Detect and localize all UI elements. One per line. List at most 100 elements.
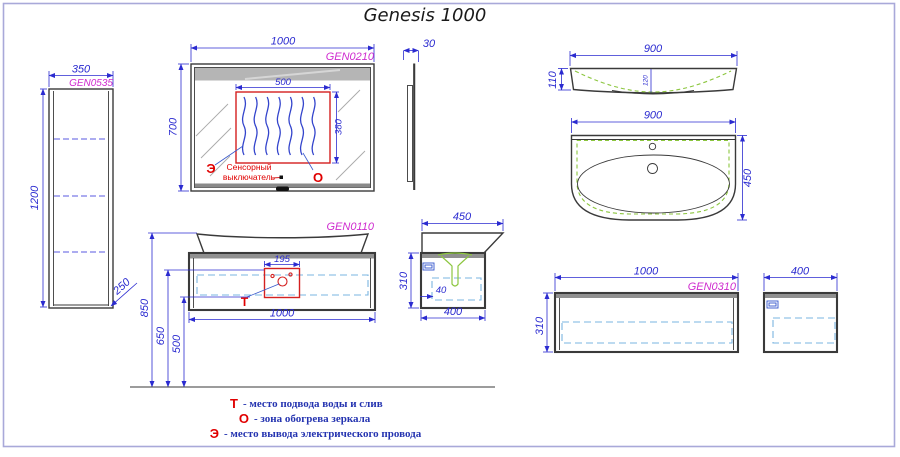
- code-label-gen0210: GEN0210: [326, 51, 375, 63]
- faucet-hole: [647, 163, 658, 174]
- dim-cutout-width: 195: [274, 254, 291, 265]
- countertop-basin-side: [421, 232, 505, 254]
- touch-switch: [276, 186, 289, 191]
- dim-tall-cabinet-depth: 250: [110, 276, 133, 298]
- vanity-side-top-band: [422, 254, 484, 258]
- glass-hatch: [200, 127, 232, 159]
- dim-height-low: 500: [171, 334, 183, 353]
- sink-front-outline: [569, 67, 738, 94]
- dim-height-mid: 650: [155, 326, 167, 345]
- supply-hole: [288, 272, 293, 277]
- drawer-dashed-outline: [561, 321, 733, 344]
- dim-mirror-height: 700: [168, 117, 180, 136]
- supply-hole: [270, 273, 275, 279]
- dim-side-width: 400: [444, 306, 463, 318]
- heater-wave: [253, 96, 258, 156]
- dim-basin-depth: 120: [643, 75, 650, 86]
- dim-height-total: 850: [139, 298, 151, 317]
- wall-cabinet-side-view: 400: [762, 266, 839, 354]
- sheet-border: [2, 2, 896, 448]
- heated-zone-rect: [235, 91, 331, 164]
- dim-mirror-width: 1000: [271, 36, 296, 48]
- tall-cabinet-body: [48, 88, 114, 309]
- tall-cabinet-view: 350 GEN0535 1200 250: [29, 64, 138, 309]
- legend-marker-drain: Т: [230, 396, 238, 411]
- siphon-outline: [440, 255, 470, 287]
- dim-sink-width: 900: [644, 43, 663, 55]
- basin-ellipse: [577, 154, 730, 214]
- code-label-gen0535: GEN0535: [69, 78, 113, 89]
- soft-close-icon-inner: [424, 264, 433, 269]
- dim-vanity-width: 1000: [270, 308, 295, 320]
- sink-basin-contour-green: [574, 70, 732, 93]
- heater-wave: [276, 96, 281, 156]
- heater-wave: [299, 96, 305, 156]
- code-label-gen0110: GEN0110: [327, 221, 375, 233]
- overflow-hole: [648, 142, 657, 151]
- legend-text-drain: - место подвода воды и слив: [243, 398, 383, 410]
- sensor-dot: [279, 175, 283, 179]
- legend-marker-power: Э: [210, 426, 219, 441]
- dim-mirror-thickness: 30: [423, 38, 436, 50]
- legend: Т - место подвода воды и слив О - зона о…: [210, 396, 422, 441]
- dim-line-diagonal: [110, 282, 138, 307]
- dim-tall-cabinet-height: 1200: [29, 185, 41, 210]
- heater-wave: [311, 96, 316, 156]
- light-band-sheen: [244, 69, 341, 80]
- page-title: Genesis 1000: [364, 5, 487, 26]
- soft-close-icon-inner: [768, 302, 777, 307]
- mirror-side-backpanel: [407, 85, 413, 182]
- dim-side-offset: 40: [436, 285, 447, 296]
- soft-close-icon: [766, 300, 779, 309]
- dim-sink-height: 110: [547, 70, 559, 88]
- dim-sink-plan-depth: 450: [742, 168, 754, 187]
- leader-line: [271, 176, 281, 179]
- drain-hole: [277, 276, 288, 287]
- sink-plan-outline: [570, 134, 737, 221]
- marker-heating-zone: О: [313, 170, 323, 185]
- dim-zone-height: 380: [334, 118, 345, 135]
- switch-note-line1: Сенсорный: [227, 162, 272, 172]
- siphon-basin-curve: [437, 252, 473, 256]
- mirror-bottom-band: [195, 183, 370, 188]
- dim-zone-width: 500: [275, 77, 292, 88]
- wall-cabinet-body: [553, 291, 740, 354]
- dim-wall-cabinet-side-width: 400: [791, 266, 810, 278]
- drawer-dashed-outline: [196, 274, 369, 296]
- switch-note-line2: выключатель: [223, 172, 276, 182]
- vanity-cabinet-body: [187, 251, 377, 312]
- drawer-dashed-outline-side: [431, 277, 482, 301]
- vanity-side-view: 450 310 40 400: [398, 211, 505, 321]
- sink-basin-bulge: [611, 90, 695, 95]
- dim-wall-cabinet-height: 310: [534, 316, 546, 335]
- countertop-basin-front: [195, 233, 370, 254]
- dim-wall-cabinet-width: 1000: [634, 266, 659, 278]
- sink-plan-view: 900 450: [570, 110, 754, 221]
- code-label-gen0310: GEN0310: [688, 281, 737, 293]
- dim-side-top-depth: 450: [453, 211, 472, 223]
- glass-hatch: [337, 89, 361, 113]
- sink-plan-contour-green: [576, 139, 730, 215]
- leader-line: [246, 283, 280, 298]
- dim-sink-plan-width: 900: [644, 110, 663, 122]
- legend-marker-heating: О: [239, 411, 249, 426]
- glass-hatch: [209, 155, 231, 177]
- vanity-top-band: [190, 254, 374, 259]
- wall-cabinet-side-top-band: [765, 294, 836, 298]
- plumbing-cutout-rect: [263, 267, 301, 299]
- leader-line: [302, 152, 314, 171]
- heater-wave: [265, 96, 270, 156]
- dim-tall-cabinet-width: 350: [72, 64, 91, 76]
- soft-close-icon: [422, 262, 435, 271]
- dim-side-height: 310: [398, 271, 410, 290]
- wall-cabinet-front-view: 1000 GEN0310 310: [534, 266, 740, 354]
- mirror-side-view: 30: [403, 38, 436, 190]
- wall-cabinet-side-body: [762, 291, 839, 354]
- legend-text-heating: - зона обогрева зеркала: [254, 413, 371, 425]
- heater-wave: [288, 96, 293, 156]
- wall-cabinet-top-band: [556, 294, 737, 298]
- legend-text-power: - место вывода электрического провода: [224, 428, 422, 440]
- marker-power-outlet: Э: [206, 161, 215, 176]
